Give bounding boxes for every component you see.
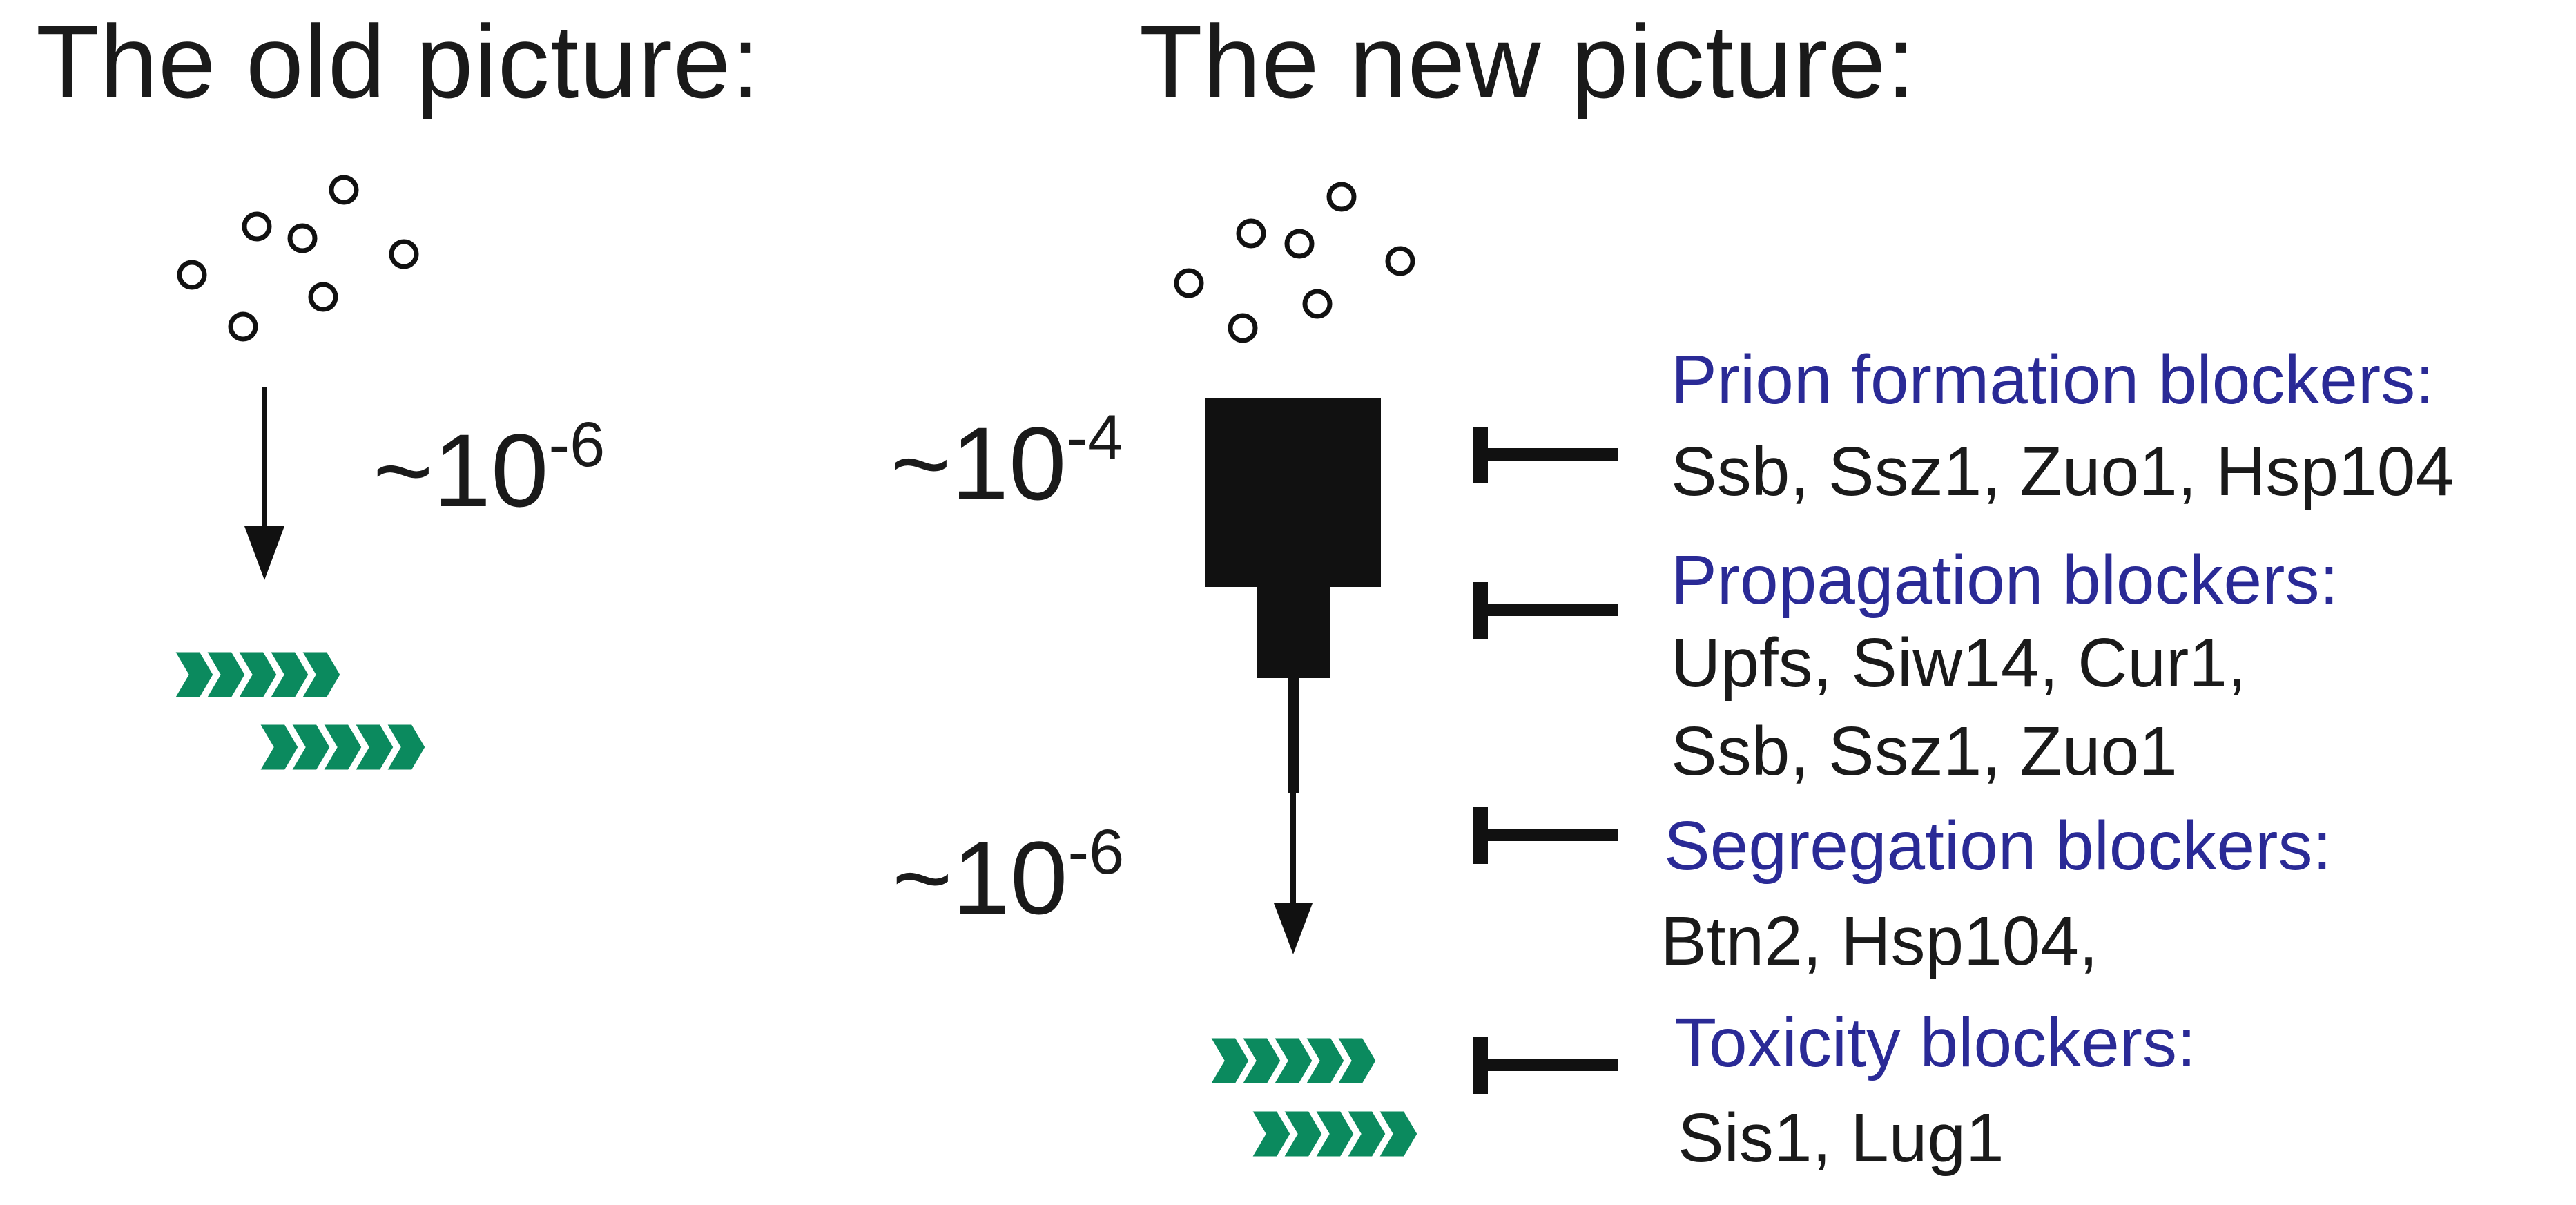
fibril-chevrons: [1208, 1036, 1378, 1086]
new-conversion-arrow: [1274, 791, 1313, 954]
funnel-propagation-block: [1257, 586, 1330, 678]
monomer-circle: [329, 175, 359, 205]
blocker-genes-toxicity: Sis1, Lug1: [1678, 1099, 2004, 1177]
new-picture-title: The new picture:: [1139, 3, 1916, 119]
monomer-circle: [308, 282, 338, 312]
blocker-genes-segregation: Btn2, Hsp104,: [1660, 903, 2098, 980]
blocker-category-segregation: Segregation blockers:: [1664, 807, 2332, 885]
new-monomer-cluster: [1174, 182, 1415, 343]
inhibitor-prion-formation: [1473, 427, 1618, 483]
fibril-chevrons: [258, 722, 427, 772]
monomer-circle: [1228, 313, 1258, 343]
funnel-formation-block: [1205, 398, 1381, 587]
monomer-circle: [1174, 268, 1204, 298]
inhibitor-toxicity: [1473, 1037, 1618, 1094]
monomer-circle: [1302, 289, 1333, 319]
old-picture-title: The old picture:: [36, 3, 761, 119]
blocker-category-toxicity: Toxicity blockers:: [1674, 1004, 2196, 1081]
inhibitor-propagation: [1473, 582, 1618, 639]
fibril-chevrons: [173, 650, 342, 700]
fibril-chevrons: [1250, 1109, 1420, 1159]
blocker-genes-propagation-line1: Upfs, Siw14, Cur1,: [1671, 624, 2247, 702]
monomer-circle: [389, 239, 419, 269]
monomer-circle: [287, 223, 318, 253]
monomer-circle: [1284, 229, 1315, 259]
monomer-circle: [1326, 182, 1357, 212]
blocker-category-prion-formation: Prion formation blockers:: [1671, 341, 2435, 418]
new-rate-bottom-label: ~10-6: [892, 817, 1125, 936]
old-rate-label: ~10-6: [373, 409, 606, 528]
prion-funnel: [1205, 398, 1381, 793]
monomer-circle: [1236, 218, 1266, 249]
blocker-genes-prion-formation: Ssb, Ssz1, Zuo1, Hsp104: [1671, 433, 2454, 510]
new-prion-fibrils: [1208, 1036, 1420, 1159]
blocker-genes-propagation-line2: Ssb, Ssz1, Zuo1: [1671, 713, 2178, 790]
inhibitor-symbols: [1473, 427, 1618, 1094]
old-conversion-arrow: [244, 387, 284, 580]
funnel-segregation-stem: [1288, 677, 1299, 793]
monomer-circle: [177, 260, 207, 290]
inhibitor-segregation: [1473, 807, 1618, 864]
new-rate-top-label: ~10-4: [891, 403, 1123, 521]
old-monomer-cluster: [177, 175, 419, 342]
blocker-category-propagation: Propagation blockers:: [1671, 541, 2339, 619]
monomer-circle: [228, 311, 258, 342]
monomer-circle: [1385, 246, 1415, 276]
monomer-circle: [242, 211, 272, 242]
old-prion-fibrils: [173, 650, 427, 772]
